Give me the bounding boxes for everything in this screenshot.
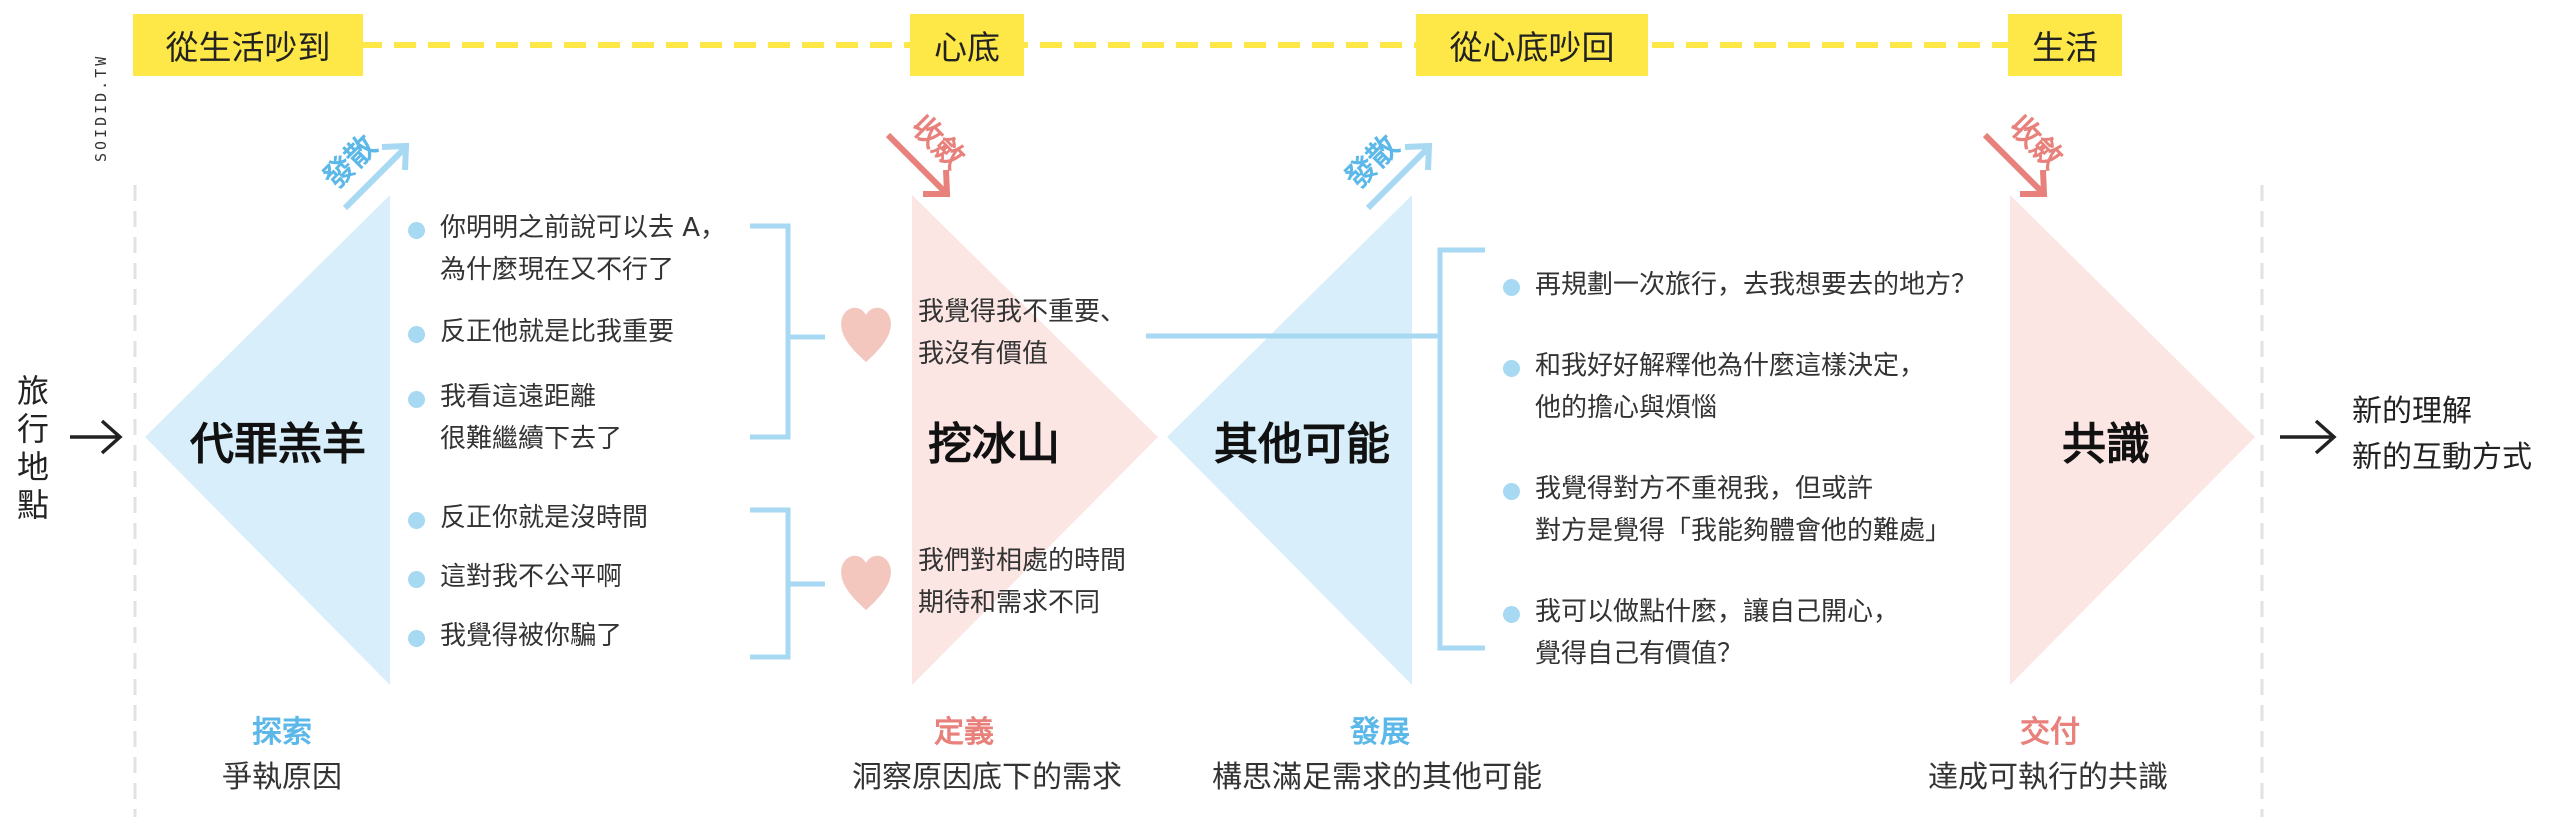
stage-caption-2: 洞察原因底下的需求 bbox=[852, 760, 1122, 795]
cause-item: 你明明之前說可以去 A， bbox=[440, 213, 727, 243]
bullet-dot bbox=[408, 571, 425, 588]
phase-box-2: 心底 bbox=[910, 14, 1024, 76]
option-item: 我可以做點什麼，讓自己開心， bbox=[1535, 597, 1900, 627]
stage-title-4: 共識 bbox=[2062, 419, 2150, 470]
cause-item: 反正你就是沒時間 bbox=[440, 503, 649, 533]
option-item: 他的擔心與煩惱 bbox=[1535, 393, 1718, 423]
stage-caption-1: 爭執原因 bbox=[222, 760, 342, 795]
heart-icon-2 bbox=[841, 555, 891, 610]
diverge-arrow-icon-1 bbox=[342, 142, 410, 211]
need-item: 我們對相處的時間 bbox=[918, 546, 1127, 576]
end-label-1: 新的理解 bbox=[2352, 394, 2472, 429]
stage-caption-4: 達成可執行的共識 bbox=[1928, 760, 2168, 795]
option-item: 我覺得對方不重視我，但或許 bbox=[1535, 474, 1874, 504]
need-item: 我沒有價值 bbox=[918, 339, 1049, 369]
bullet-dot bbox=[408, 630, 425, 647]
stage-tag-2: 定義 bbox=[934, 715, 994, 750]
bullet-dot bbox=[408, 326, 425, 343]
cause-item: 很難繼續下去了 bbox=[440, 424, 623, 454]
bullet-dot bbox=[1503, 360, 1520, 377]
bullet-dot bbox=[1503, 279, 1520, 296]
end-label-2: 新的互動方式 bbox=[2352, 440, 2532, 475]
bullet-dot bbox=[408, 222, 425, 239]
heart-icon-1 bbox=[841, 307, 891, 362]
phase-box-4: 生活 bbox=[2008, 14, 2122, 76]
stage-tag-3: 發展 bbox=[1350, 715, 1410, 750]
stage-tag-1: 探索 bbox=[252, 715, 312, 750]
watermark: SOIDID.TW bbox=[92, 53, 110, 162]
converge-triangle-2 bbox=[2010, 195, 2255, 685]
stage-title-1: 代罪羔羊 bbox=[190, 419, 366, 470]
converge-arrow-icon-1 bbox=[885, 132, 951, 197]
option-item: 覺得自己有價值？ bbox=[1535, 639, 1744, 669]
option-item: 再規劃一次旅行，去我想要去的地方？ bbox=[1535, 270, 1978, 300]
stage-title-3: 其他可能 bbox=[1214, 419, 1390, 470]
end-arrow-icon bbox=[2280, 419, 2337, 455]
converge-triangle-1 bbox=[912, 195, 1158, 685]
option-item: 對方是覺得「我能夠體會他的難處」 bbox=[1535, 516, 1952, 546]
phase-box-3: 從心底吵回 bbox=[1416, 14, 1648, 76]
cause-item: 反正他就是比我重要 bbox=[440, 317, 675, 347]
option-item: 和我好好解釋他為什麼這樣決定， bbox=[1535, 351, 1926, 381]
diverge-arrow-icon-2 bbox=[1365, 142, 1433, 211]
bullet-dot bbox=[408, 391, 425, 408]
diverge-triangle-2 bbox=[1167, 195, 1412, 685]
cause-item: 我覺得被你騙了 bbox=[440, 621, 623, 651]
converge-arrow-icon-2 bbox=[1982, 132, 2048, 197]
cause-item: 我看這遠距離 bbox=[440, 382, 597, 412]
bracket-bottom bbox=[750, 507, 791, 660]
stage-title-2: 挖冰山 bbox=[928, 419, 1060, 470]
start-label: 旅行地點 bbox=[16, 372, 49, 524]
need-item: 期待和需求不同 bbox=[918, 588, 1101, 618]
diverge-triangle-1 bbox=[145, 195, 390, 685]
bullet-dot bbox=[1503, 483, 1520, 500]
cause-item: 為什麼現在又不行了 bbox=[440, 255, 675, 285]
options-bracket bbox=[1437, 247, 1485, 651]
bullet-dot bbox=[1503, 606, 1520, 623]
bracket-top bbox=[750, 223, 791, 440]
bullet-dot bbox=[408, 512, 425, 529]
cause-item: 這對我不公平啊 bbox=[440, 562, 623, 592]
stage-tag-4: 交付 bbox=[2020, 715, 2080, 750]
stage-caption-3: 構思滿足需求的其他可能 bbox=[1212, 760, 1542, 795]
phase-box-1: 從生活吵到 bbox=[133, 14, 363, 76]
start-arrow-icon bbox=[70, 419, 123, 455]
need-item: 我覺得我不重要、 bbox=[918, 297, 1127, 327]
